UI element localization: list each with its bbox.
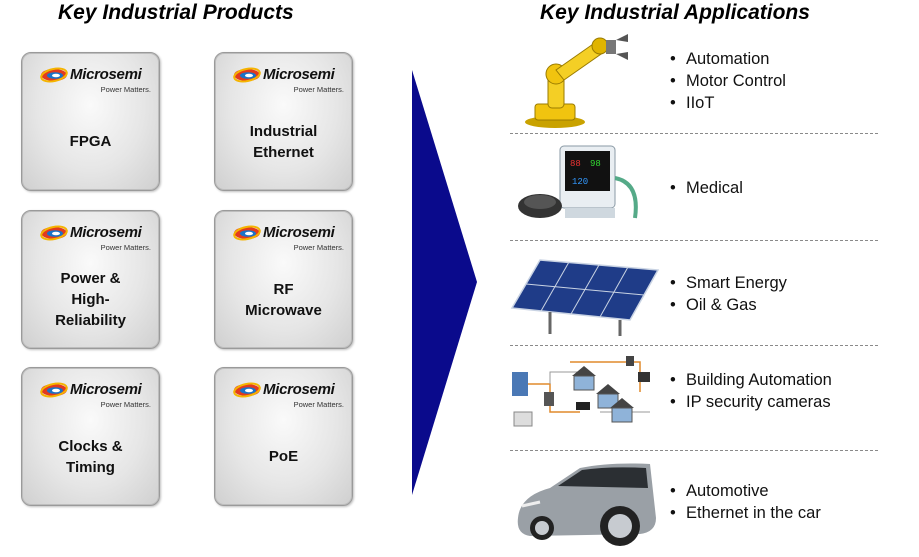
row-divider bbox=[510, 345, 878, 346]
svg-text:98: 98 bbox=[590, 159, 601, 169]
flow-arrow-icon bbox=[412, 70, 477, 495]
row-divider bbox=[510, 240, 878, 241]
microsemi-logo: Microsemi Power Matters. bbox=[233, 65, 348, 99]
microsemi-logo-icon bbox=[233, 67, 261, 83]
application-item: Medical bbox=[670, 177, 743, 199]
product-tile-power-high-reliability: Microsemi Power Matters. Power & High- R… bbox=[21, 210, 160, 349]
product-label: FPGA bbox=[69, 133, 112, 150]
application-list: Automation Motor Control IIoT bbox=[670, 48, 786, 114]
product-label: Clocks & Timing bbox=[58, 437, 123, 476]
brand-name: Microsemi bbox=[70, 381, 142, 398]
microsemi-logo: Microsemi Power Matters. bbox=[233, 223, 348, 257]
microsemi-logo: Microsemi Power Matters. bbox=[40, 65, 155, 99]
brand-tagline: Power Matters. bbox=[100, 85, 151, 94]
row-divider bbox=[510, 450, 878, 451]
application-list: Building Automation IP security cameras bbox=[670, 369, 832, 413]
microsemi-logo-icon bbox=[40, 382, 68, 398]
robot-arm-icon bbox=[525, 34, 628, 128]
application-item: Building Automation bbox=[670, 369, 832, 391]
product-tile-fpga: Microsemi Power Matters. FPGA bbox=[21, 52, 160, 191]
left-heading: Key Industrial Products bbox=[58, 1, 294, 24]
product-label: Industrial Ethernet bbox=[249, 122, 318, 161]
microsemi-logo-icon bbox=[233, 225, 261, 241]
product-tile-industrial-ethernet: Microsemi Power Matters. Industrial Ethe… bbox=[214, 52, 353, 191]
product-tile-poe: Microsemi Power Matters. PoE bbox=[214, 367, 353, 506]
microsemi-logo: Microsemi Power Matters. bbox=[233, 380, 348, 414]
brand-tagline: Power Matters. bbox=[100, 400, 151, 409]
product-tile-rf-microwave: Microsemi Power Matters. RF Microwave bbox=[214, 210, 353, 349]
medical-monitor-icon: 88 98 120 bbox=[518, 145, 638, 219]
product-label: Power & High- Reliability bbox=[55, 270, 126, 329]
application-item: IP security cameras bbox=[670, 391, 832, 413]
brand-name: Microsemi bbox=[263, 66, 335, 83]
microsemi-logo-icon bbox=[40, 225, 68, 241]
brand-name: Microsemi bbox=[70, 224, 142, 241]
microsemi-logo: Microsemi Power Matters. bbox=[40, 380, 155, 414]
application-row-medical: 88 98 120 Medical bbox=[510, 138, 880, 238]
application-item: Motor Control bbox=[670, 70, 786, 92]
microsemi-logo-icon bbox=[40, 67, 68, 83]
application-row-energy: Smart Energy Oil & Gas bbox=[510, 250, 880, 340]
solar-panel-icon bbox=[510, 259, 660, 336]
brand-name: Microsemi bbox=[263, 224, 335, 241]
application-row-building: Building Automation IP security cameras bbox=[510, 352, 880, 442]
building-network-icon bbox=[512, 356, 650, 427]
brand-name: Microsemi bbox=[70, 66, 142, 83]
car-icon bbox=[517, 463, 656, 546]
application-item: Automation bbox=[670, 48, 786, 70]
application-row-automation: Automation Motor Control IIoT bbox=[510, 30, 880, 130]
brand-tagline: Power Matters. bbox=[293, 85, 344, 94]
application-row-automotive: Automotive Ethernet in the car bbox=[510, 458, 880, 550]
svg-text:88: 88 bbox=[570, 159, 581, 169]
product-tile-clocks-timing: Microsemi Power Matters. Clocks & Timing bbox=[21, 367, 160, 506]
brand-tagline: Power Matters. bbox=[100, 243, 151, 252]
microsemi-logo: Microsemi Power Matters. bbox=[40, 223, 155, 257]
product-label: RF Microwave bbox=[245, 280, 322, 319]
application-list: Automotive Ethernet in the car bbox=[670, 480, 821, 524]
application-item: IIoT bbox=[670, 92, 786, 114]
application-item: Automotive bbox=[670, 480, 821, 502]
application-item: Ethernet in the car bbox=[670, 502, 821, 524]
application-item: Smart Energy bbox=[670, 272, 787, 294]
svg-text:120: 120 bbox=[572, 177, 588, 187]
product-label: PoE bbox=[268, 448, 299, 465]
brand-tagline: Power Matters. bbox=[293, 243, 344, 252]
row-divider bbox=[510, 133, 878, 134]
brand-name: Microsemi bbox=[263, 381, 335, 398]
microsemi-logo-icon bbox=[233, 382, 261, 398]
right-heading: Key Industrial Applications bbox=[540, 1, 810, 24]
application-list: Medical bbox=[670, 177, 743, 199]
application-item: Oil & Gas bbox=[670, 294, 787, 316]
brand-tagline: Power Matters. bbox=[293, 400, 344, 409]
application-list: Smart Energy Oil & Gas bbox=[670, 272, 787, 316]
